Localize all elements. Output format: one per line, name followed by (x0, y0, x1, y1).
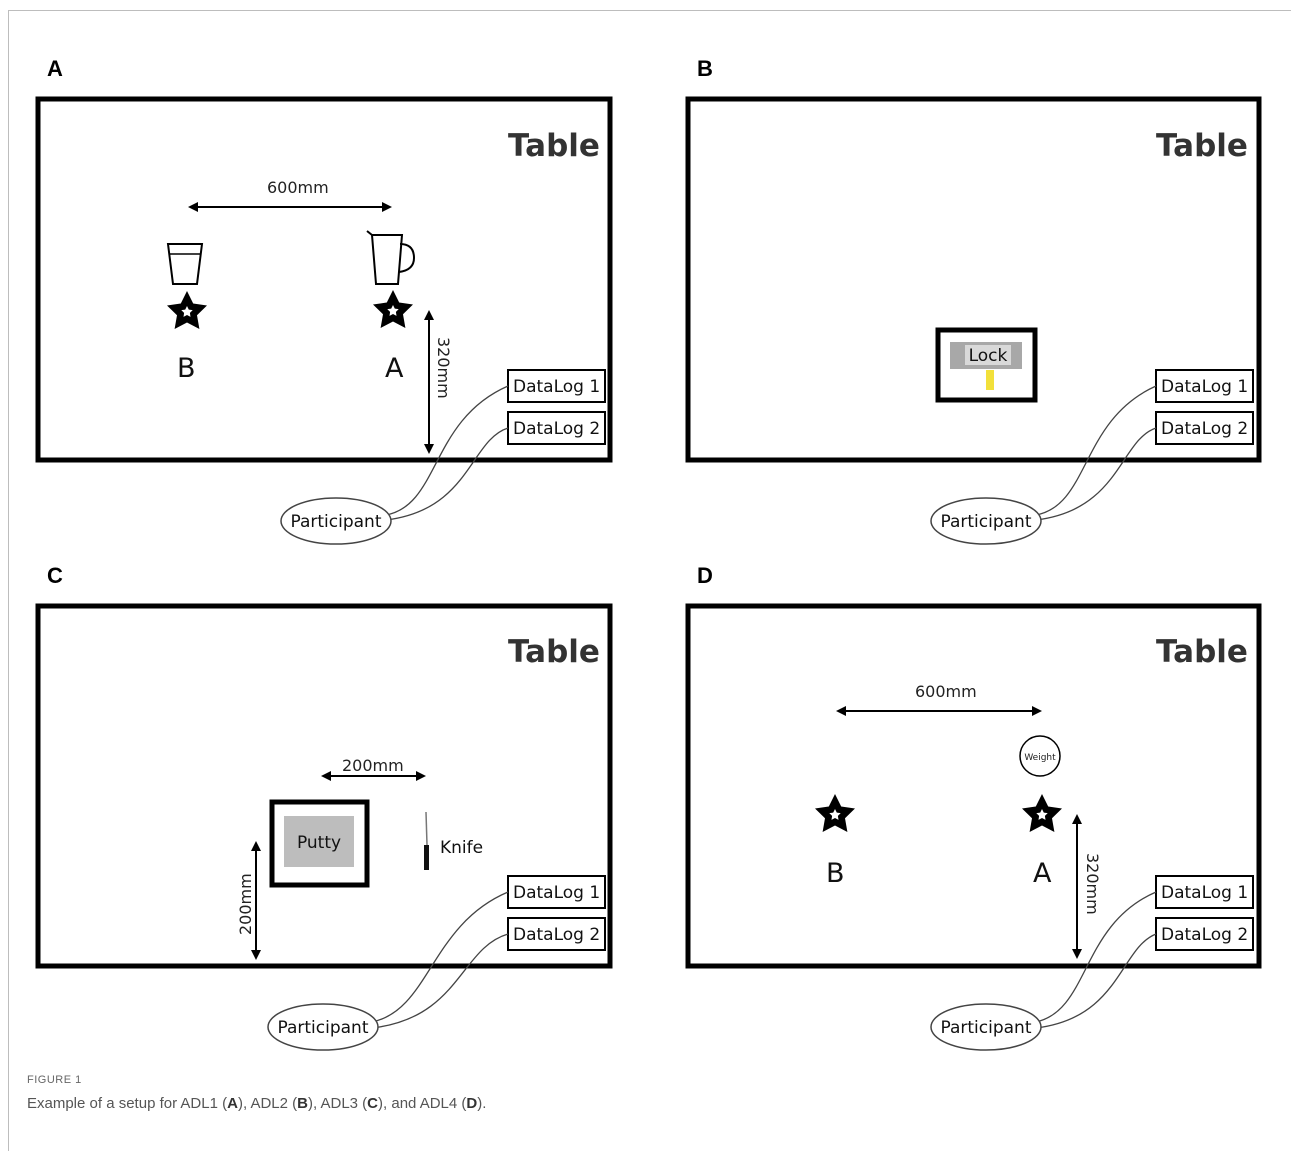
vertical-distance-label: 320mm (434, 337, 453, 399)
cable (371, 933, 509, 1029)
datalog-2-label: DataLog 2 (513, 925, 600, 945)
position-a-label: A (1033, 858, 1052, 889)
cup-icon (166, 243, 204, 285)
table-outline (685, 96, 1262, 463)
cable (385, 427, 509, 521)
participant-label: Participant (940, 512, 1031, 532)
datalog-2-label: DataLog 2 (513, 419, 600, 439)
figure-frame (8, 10, 1291, 1151)
putty-label: Putty (297, 833, 341, 853)
key-icon (986, 370, 994, 390)
panel-letter-b: B (697, 56, 713, 81)
weight-icon (1019, 735, 1061, 777)
lock-label: Lock (969, 346, 1008, 366)
datalog-1-box (1155, 875, 1254, 909)
distance-label: 600mm (915, 682, 977, 701)
table-label: Table (1156, 634, 1248, 670)
datalog-2-label: DataLog 2 (1161, 925, 1248, 945)
datalog-2-label: DataLog 2 (1161, 419, 1248, 439)
cable (1035, 933, 1157, 1029)
table-outline (35, 603, 613, 969)
knife-label: Knife (440, 838, 483, 858)
participant-label: Participant (277, 1018, 368, 1038)
datalog-2-box (1155, 917, 1254, 951)
distance-label: 200mm (342, 756, 404, 775)
knife-blade (425, 811, 428, 846)
panel-d: D Table 600mm Weight B A 320mm DataLog 1… (685, 563, 1262, 1051)
star-marker-b-icon (167, 291, 207, 329)
vertical-distance-label: 320mm (1083, 853, 1102, 915)
datalog-1-label: DataLog 1 (1161, 377, 1248, 397)
panel-letter-d: D (697, 563, 713, 588)
datalog-1-label: DataLog 1 (513, 883, 600, 903)
participant-label: Participant (940, 1018, 1031, 1038)
star-marker-a-icon (1022, 794, 1062, 832)
figure-caption: Example of a setup for ADL1 (A), ADL2 (B… (27, 1095, 487, 1112)
datalog-1-label: DataLog 1 (513, 377, 600, 397)
panel-letter-a: A (47, 56, 63, 81)
datalog-1-box (507, 875, 606, 909)
table-label: Table (508, 634, 600, 670)
table-outline (685, 603, 1262, 969)
table-label: Table (508, 128, 600, 164)
star-marker-a-icon (373, 290, 413, 328)
cable (385, 385, 509, 516)
participant-ellipse (930, 1003, 1042, 1051)
datalog-2-box (1155, 411, 1254, 445)
position-b-label: B (826, 858, 845, 889)
panel-a: A Table 600mm B A 320mm DataLog 1 DataLo… (35, 56, 613, 545)
datalog-2-box (507, 917, 606, 951)
vertical-distance-label: 200mm (236, 873, 255, 935)
participant-ellipse (280, 497, 392, 545)
cable (371, 891, 509, 1023)
participant-ellipse (930, 497, 1042, 545)
datalog-1-label: DataLog 1 (1161, 883, 1248, 903)
panel-letter-c: C (47, 563, 63, 588)
putty-block (284, 816, 354, 867)
knife-icon (424, 845, 429, 870)
jug-icon (370, 234, 404, 285)
figure-tag: FIGURE 1 (27, 1074, 82, 1086)
star-marker-b-icon (815, 794, 855, 832)
position-b-label: B (177, 353, 196, 384)
weight-label: Weight (1024, 753, 1056, 763)
table-label: Table (1156, 128, 1248, 164)
panel-c: C Table 200mm Putty Knife 200mm DataLog … (35, 563, 613, 1051)
table-outline (35, 96, 613, 463)
datalog-1-box (507, 369, 606, 403)
position-a-label: A (385, 353, 404, 384)
participant-label: Participant (290, 512, 381, 532)
cable (1035, 427, 1157, 521)
distance-label: 600mm (267, 178, 329, 197)
cable (1035, 891, 1157, 1023)
panel-b: B Table Lock DataLog 1 DataLog 2 Partici… (685, 56, 1262, 545)
cable (1035, 385, 1157, 516)
participant-ellipse (267, 1003, 379, 1051)
